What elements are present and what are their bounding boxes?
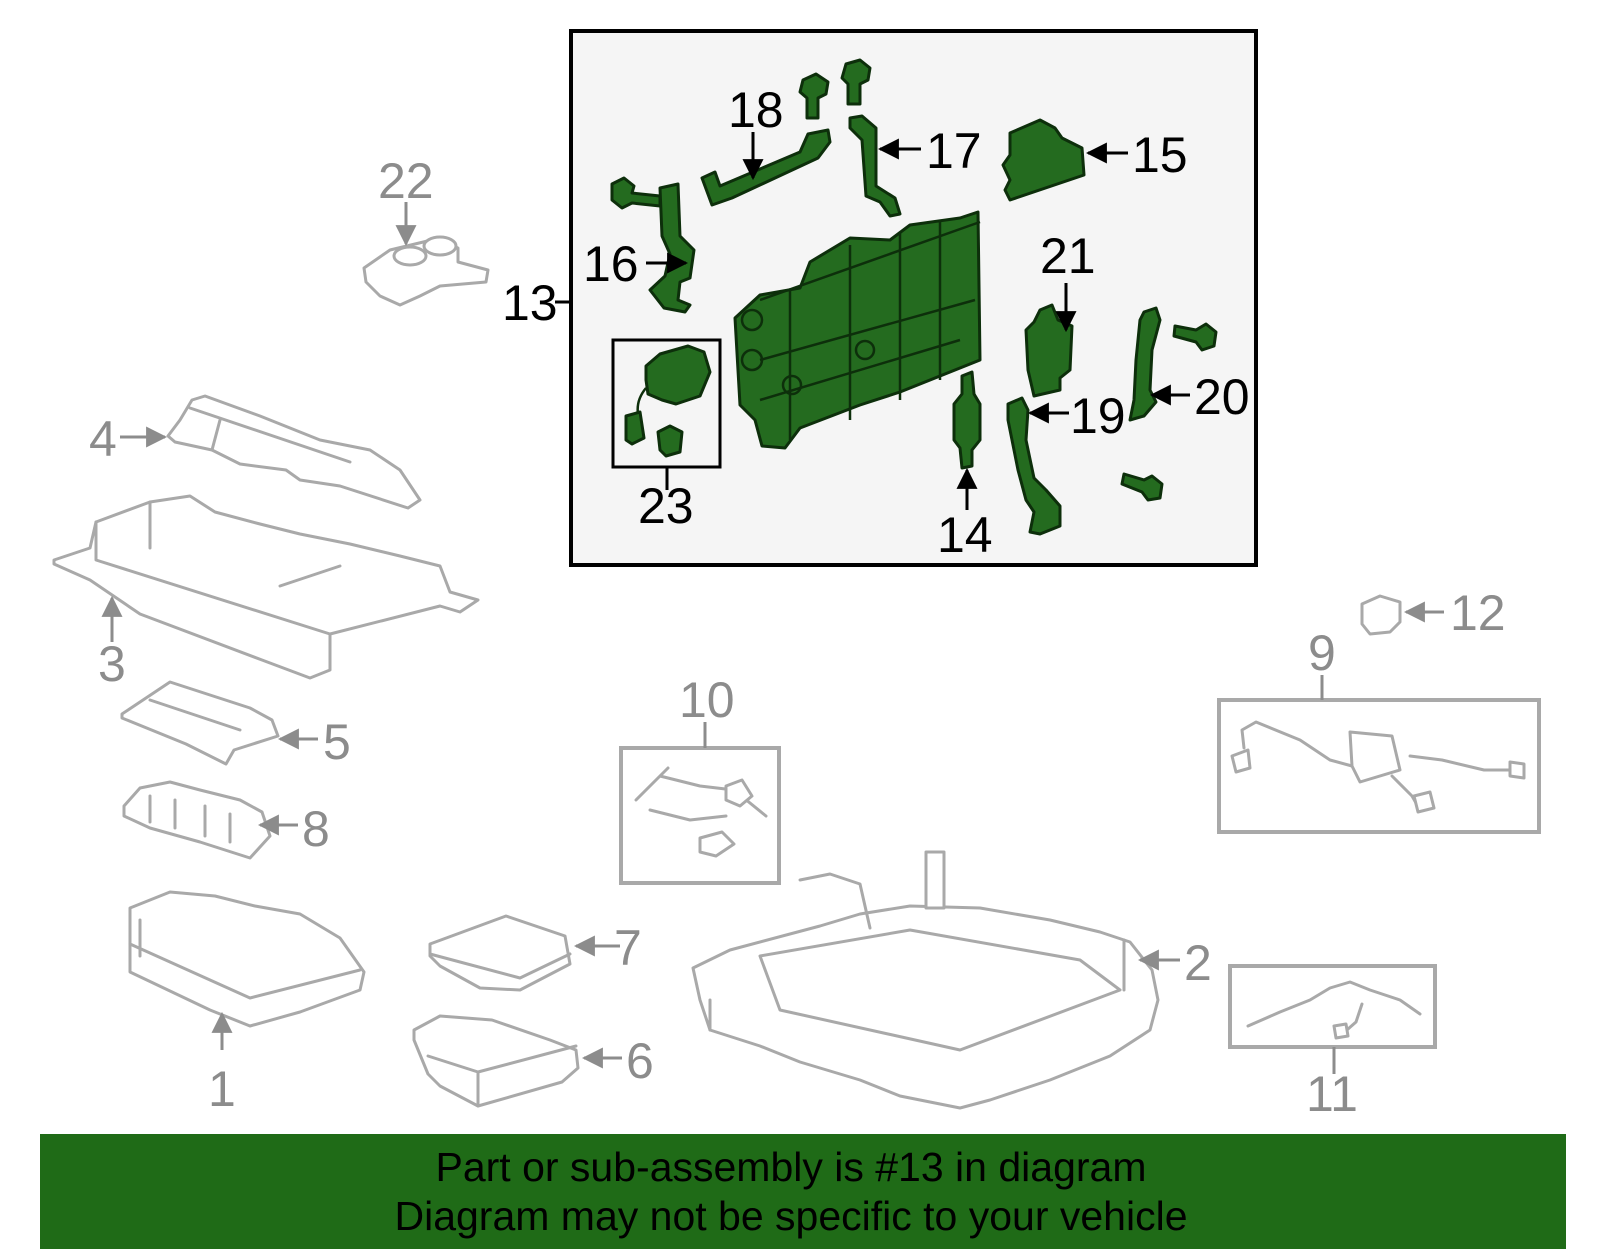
- part-6: 6: [412, 1014, 654, 1108]
- label-22: 22: [378, 153, 434, 209]
- part-10: 10: [619, 672, 781, 885]
- part-23-clip: [656, 424, 684, 458]
- part-14-fuse: [952, 370, 982, 470]
- footer-banner: Part or sub-assembly is #13 in diagram D…: [40, 1134, 1566, 1249]
- part-1: 1: [128, 890, 366, 1117]
- label-15: 15: [1132, 127, 1188, 183]
- label-17: 17: [926, 123, 982, 179]
- part-19-bracket: [1006, 396, 1062, 536]
- footer-line-2: Diagram may not be specific to your vehi…: [394, 1192, 1188, 1239]
- label-7: 7: [614, 920, 642, 976]
- label-6: 6: [626, 1033, 654, 1089]
- label-21: 21: [1040, 228, 1096, 284]
- label-4: 4: [89, 411, 117, 467]
- part-9: 9: [1217, 625, 1541, 834]
- part-5: 5: [120, 680, 351, 770]
- label-10: 10: [679, 672, 735, 728]
- label-20: 20: [1194, 369, 1250, 425]
- part-11: 11: [1228, 964, 1437, 1122]
- main-control-unit: [733, 210, 982, 450]
- label-8: 8: [302, 801, 330, 857]
- part-10-box: [619, 746, 781, 885]
- label-23: 23: [638, 478, 694, 534]
- part-22: 22: [362, 153, 490, 307]
- label-14: 14: [937, 507, 993, 563]
- part-20-bracket: [1128, 306, 1162, 422]
- part-2: 2: [691, 850, 1212, 1110]
- bolt-icon: [1120, 472, 1164, 502]
- bolt-icon: [840, 58, 872, 106]
- label-1: 1: [208, 1061, 236, 1117]
- part-18-bracket: [700, 128, 832, 207]
- part-23-connector: [624, 410, 646, 446]
- label-5: 5: [323, 714, 351, 770]
- label-16: 16: [583, 236, 639, 292]
- label-11: 11: [1306, 1066, 1358, 1122]
- part-3: 3: [52, 494, 480, 692]
- part-17-bracket: [848, 114, 902, 218]
- label-9: 9: [1308, 625, 1336, 681]
- part-23-sensor: [644, 344, 712, 406]
- label-18: 18: [728, 82, 784, 138]
- part-11-box: [1228, 964, 1437, 1049]
- label-12: 12: [1450, 585, 1506, 641]
- label-2: 2: [1184, 935, 1212, 991]
- part-15-cover: [1001, 118, 1086, 202]
- label-13: 13: [502, 275, 558, 331]
- bolt-icon: [1172, 322, 1218, 352]
- label-3: 3: [98, 636, 126, 692]
- bolt-icon: [798, 72, 830, 120]
- part-12: 12: [1360, 585, 1506, 641]
- label-19: 19: [1070, 388, 1126, 444]
- part-7: 7: [428, 914, 642, 992]
- part-8: 8: [122, 780, 330, 860]
- footer-line-1: Part or sub-assembly is #13 in diagram: [435, 1143, 1147, 1190]
- part-4: 4: [89, 394, 422, 510]
- sub-assembly-callout: 18 17 15 16 21 19 20 23 14 13: [502, 29, 1258, 567]
